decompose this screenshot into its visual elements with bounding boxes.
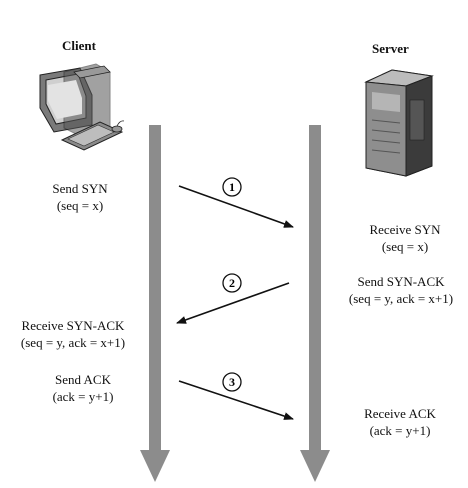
client-step1-label: Send SYN (seq = x) — [40, 180, 120, 214]
server-step1-line2: (seq = x) — [381, 239, 429, 254]
server-step2-line2: (seq = y, ack = x+1) — [348, 291, 454, 306]
server-tower-icon — [364, 69, 434, 177]
server-step2-label: Send SYN-ACK (seq = y, ack = x+1) — [336, 273, 466, 307]
server-title: Server — [372, 41, 409, 56]
server-step2-line1: Send SYN-ACK — [357, 274, 445, 289]
client-step2-line2: (seq = y, ack = x+1) — [20, 335, 126, 350]
step-2-marker: 2 — [222, 273, 242, 293]
client-title: Client — [62, 38, 96, 53]
client-lifeline — [140, 125, 170, 482]
step-3-marker: 3 — [222, 372, 242, 392]
step-2-number: 2 — [229, 276, 235, 290]
client-step1-line2: (seq = x) — [56, 198, 104, 213]
client-step2-line1: Receive SYN-ACK — [21, 318, 125, 333]
ack-arrow — [178, 380, 294, 420]
step-1-number: 1 — [229, 180, 235, 194]
client-step3-line1: Send ACK — [55, 372, 111, 387]
desktop-computer-icon — [39, 63, 125, 151]
server-step1-line1: Receive SYN — [369, 222, 441, 237]
client-step3-label: Send ACK (ack = y+1) — [43, 371, 123, 405]
client-step2-label: Receive SYN-ACK (seq = y, ack = x+1) — [8, 317, 138, 351]
syn-arrow — [178, 185, 294, 228]
server-step1-label: Receive SYN (seq = x) — [360, 221, 450, 255]
client-step1-line1: Send SYN — [52, 181, 108, 196]
server-step3-line2: (ack = y+1) — [369, 423, 431, 438]
syn-ack-arrow — [176, 282, 290, 324]
server-lifeline — [300, 125, 330, 482]
server-step3-line1: Receive ACK — [364, 406, 436, 421]
step-1-marker: 1 — [222, 177, 242, 197]
step-3-number: 3 — [229, 375, 235, 389]
client-step3-line2: (ack = y+1) — [52, 389, 114, 404]
server-step3-label: Receive ACK (ack = y+1) — [350, 405, 450, 439]
